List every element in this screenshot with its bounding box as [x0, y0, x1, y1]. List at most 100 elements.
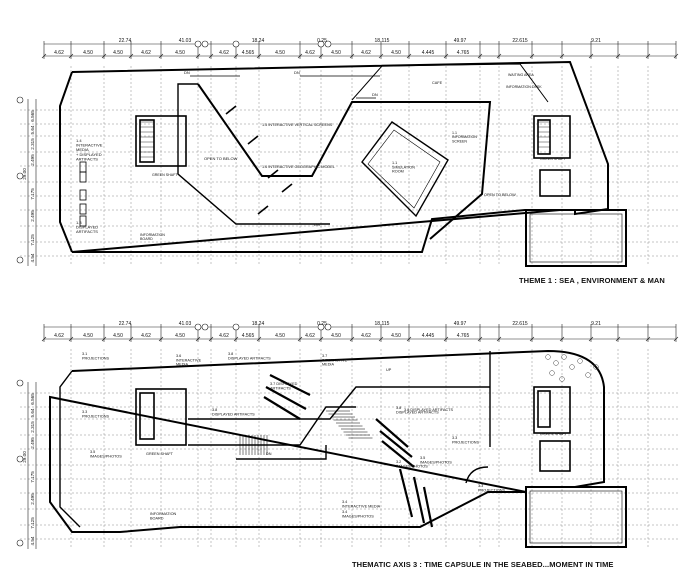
plan2-label-line: 3.2 [396, 460, 401, 464]
dimension-minor-label: 4.50 [175, 333, 185, 339]
grid-lines [20, 66, 680, 266]
dimension-left-label-line: 5.64 [30, 125, 35, 134]
slab-edge [177, 83, 330, 225]
dimension-slash [496, 336, 502, 342]
dimension-major-label: 9.21 [591, 321, 601, 327]
dimension-slash [68, 53, 74, 59]
dimension-major-label-line: 9.21 [591, 38, 601, 44]
plan2-label-line: 3.4 [342, 500, 347, 504]
dimension-slash [297, 53, 303, 59]
dimension-major-label-line: 41.03 [179, 321, 192, 327]
dimension-major-label: 49.97 [454, 38, 467, 44]
dimension-major-label-line: 18.115 [375, 38, 390, 44]
plan1-label: CAFE [432, 81, 443, 85]
lounge-furniture [545, 354, 599, 382]
display-panel [422, 486, 434, 528]
dimension-left-label-line: 7.175 [30, 471, 35, 483]
cores [135, 386, 571, 472]
plan2-label-line: 3.5 [420, 456, 425, 460]
seat [593, 364, 599, 370]
dimension-minor-label-line: 4.50 [391, 333, 401, 339]
dimension-slash [673, 53, 679, 59]
plan2-label-line: DN [266, 452, 272, 456]
plan2-label-line: GREEN SHAFT [146, 452, 174, 456]
dimension-minor-label-line: 4.62 [361, 333, 371, 339]
plan1-label-line: DN [372, 92, 378, 97]
dimension-minor-label: 4.62 [361, 333, 371, 339]
dimension-major-label-line: 18.115 [375, 321, 390, 327]
dimension-slash [68, 336, 74, 342]
plan1-label-line: + DISPLAYED [76, 152, 102, 157]
dimension-minor-label-line: 4.62 [54, 50, 64, 56]
dimension-minor-label-line: 4.565 [242, 50, 255, 56]
dimension-slash [41, 53, 47, 59]
grid-bubble-left [16, 96, 24, 104]
plan2-label-line: GREEN SHAFT [540, 432, 568, 436]
seat [545, 354, 551, 360]
seat [585, 372, 591, 378]
display-panel [263, 396, 301, 420]
plan1-label: OPEN TO BELOW [204, 156, 238, 161]
dimension-slash [208, 336, 214, 342]
plan2-label-line: 3.7 [322, 354, 327, 358]
plan1-label-line: ARTIFACTS [76, 229, 98, 234]
grid-lines [20, 349, 680, 549]
grid-bubble [232, 323, 240, 331]
dimension-major-label-line: 22.74 [119, 38, 132, 44]
plan2-label-line: DISPLAYED ARTIFACTS [228, 356, 271, 360]
plan1-label: DN [372, 92, 378, 97]
dimension-slash [101, 336, 107, 342]
grid-bubble [324, 40, 332, 48]
dimension-slash [477, 53, 483, 59]
dimension-slash [559, 336, 565, 342]
plan1-label-line: 1.5 INTERACTIVE VERTICAL SCREENS [262, 123, 333, 127]
dimension-slash [378, 53, 384, 59]
dimension-major-label-line: 9.21 [591, 321, 601, 327]
dimension-major-label-line: 18.24 [252, 321, 265, 327]
dimension-strings [27, 41, 679, 266]
green-shaft-right [533, 115, 571, 159]
plan2-label-line: 3.3 [452, 436, 457, 440]
dimension-left-label: 6.565 [30, 110, 35, 122]
plan1-label-line: DN [294, 70, 300, 75]
dimension-minor-label: 4.50 [113, 50, 123, 56]
dimension-left-label-line: 4.54 [30, 536, 35, 545]
dimension-major-label: 22.615 [512, 321, 528, 327]
plan2-label-line: 3.7 DISPLAYED [270, 382, 298, 386]
dimension-minor-label-line: 4.50 [113, 333, 123, 339]
display-panel [375, 418, 409, 448]
dimension-minor-label-line: 4.50 [275, 50, 285, 56]
dimension-major-label-line: 0.25 [317, 321, 327, 327]
artifact-case [79, 189, 87, 201]
plan2-label-line: INFORMATION [150, 512, 177, 516]
plan1-label: DN [314, 222, 320, 227]
dimension-major-label-line: 0.25 [317, 38, 327, 44]
grid-bubble [201, 40, 209, 48]
dimension-left-label: 4.54 [30, 536, 35, 545]
dimension-slash [158, 53, 164, 59]
dimension-minor-label: 4.50 [391, 50, 401, 56]
simulation-room-wall [361, 121, 449, 218]
plan1-label-line: BOARD [140, 237, 153, 241]
seat [561, 354, 567, 360]
dimension-minor-label: 4.50 [83, 50, 93, 56]
dimension-slash [101, 53, 107, 59]
plan1-label-line: SCREEN [452, 139, 467, 143]
plan2-label-line: PROJECTIONS [82, 356, 109, 360]
artifact-case [79, 161, 87, 173]
plan2-label-line: ARTIFACTS [270, 386, 291, 390]
plan2-label-line: IMAGES/PHOTOS [342, 514, 374, 518]
dimension-minor-label: 4.50 [175, 50, 185, 56]
plan2-label-line: IMAGES/PHOTOS [420, 460, 452, 464]
dimension-left-label: 2.315 [30, 421, 35, 433]
plan1-label-line: DN [184, 70, 190, 75]
dimension-minor-label: 4.50 [331, 50, 341, 56]
dimension-major-label: 22.74 [119, 38, 132, 44]
